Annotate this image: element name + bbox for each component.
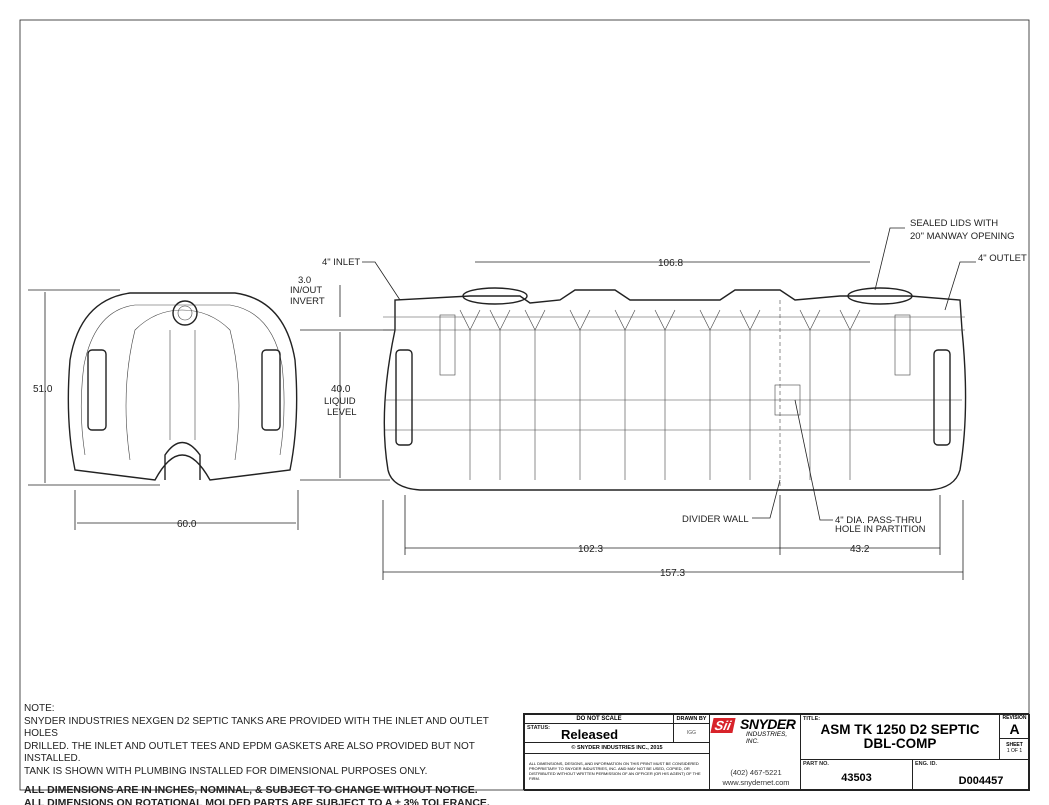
note-line: TANK IS SHOWN WITH PLUMBING INSTALLED FO… [24,765,428,777]
drawing-title: ASM TK 1250 D2 SEPTIC DBL-COMP [820,722,980,751]
tank-rib [739,309,761,480]
inlet-label: 4" INLET [322,257,360,268]
lids-label-1: SEALED LIDS WITH [910,218,998,229]
tank-rib [799,309,821,480]
disclaimer: ALL DIMENSIONS, DESIGNS, AND INFORMATION… [524,753,710,791]
drawn-by: IGG [673,723,710,743]
dimension-note: ALL DIMENSIONS ARE IN INCHES, NOMINAL, &… [24,784,519,805]
sheet-border [19,19,1030,791]
lid-spacing-dim: 106.8 [658,258,683,269]
part-no: 43503 [841,772,872,784]
overall-length-dim: 157.3 [660,568,685,579]
sheet-cell: SHEET 1 OF 1 [999,738,1030,760]
status-value: Released [561,727,619,742]
dimension-note-1: ALL DIMENSIONS ARE IN INCHES, NOMINAL, &… [24,784,478,796]
tank-rib [459,309,481,480]
tank-rib [839,309,861,480]
side-height-dim: 51.0 [33,384,53,395]
eng-id-cell: ENG. ID. D004457 [912,759,1030,791]
liquid-label-2: LEVEL [327,407,357,418]
part-no-label: PART NO. [803,761,829,767]
title-block: DO NOT SCALE DRAWN BY STATUS: Released I… [523,713,1030,791]
eng-id-label: ENG. ID. [915,761,938,767]
logo-mark: Sii [710,718,736,733]
first-compartment-dim: 102.3 [578,544,603,555]
tank-rib [569,309,591,480]
tank-rib [699,309,721,480]
company-logo-cell: Sii SNYDER INDUSTRIES, INC. (402) 467-52… [709,714,801,791]
notes-heading: NOTE: [24,703,55,714]
part-no-cell: PART NO. 43503 [800,759,913,791]
title-cell: TITLE: ASM TK 1250 D2 SEPTIC DBL-COMP [800,714,1000,760]
title-label: TITLE: [803,716,821,722]
invert-label-2: INVERT [290,296,325,307]
revision-cell: REVISION A [999,714,1030,739]
tank-rib [524,309,546,480]
note-line: SNYDER INDUSTRIES NEXGEN D2 SEPTIC TANKS… [24,715,489,740]
side-width-dim: 60.0 [177,519,197,530]
side-view [28,289,299,530]
front-view [300,227,976,580]
logo-name: SNYDER [740,716,796,732]
status-label: STATUS: [527,725,551,731]
dimension-note-2: ALL DIMENSIONS ON ROTATIONAL MOLDED PART… [24,796,490,805]
website[interactable]: www.snydernet.com [722,778,790,787]
lids-label-2: 20" MANWAY OPENING [910,231,1015,242]
eng-id: D004457 [958,775,1004,787]
divider-label: DIVIDER WALL [682,514,749,525]
tank-rib [654,309,676,480]
tank-rib [614,309,636,480]
tank-rib [489,309,511,480]
passthru-label-1: 4" DIA. PASS-THRU [835,515,922,526]
invert-dim: 3.0 [298,275,311,286]
liquid-dim: 40.0 [331,384,351,395]
revision-value: A [1009,721,1020,737]
logo-sub: INDUSTRIES, INC. [746,731,788,745]
invert-label-1: IN/OUT [290,285,322,296]
notes: NOTE: SNYDER INDUSTRIES NEXGEN D2 SEPTIC… [24,703,519,805]
passthru-label-2: HOLE IN PARTITION [835,524,926,535]
revision-label: REVISION [1002,715,1027,721]
outlet-label: 4" OUTLET [978,253,1027,264]
sheet-value: 1 OF 1 [1006,748,1023,754]
note-line: DRILLED. THE INLET AND OUTLET TEES AND E… [24,740,475,765]
second-compartment-dim: 43.2 [850,544,870,555]
phone: (402) 467-5221 [730,768,782,777]
sheet-label: SHEET [1006,742,1023,748]
liquid-label-1: LIQUID [324,396,356,407]
status-cell: STATUS: Released [524,723,674,743]
